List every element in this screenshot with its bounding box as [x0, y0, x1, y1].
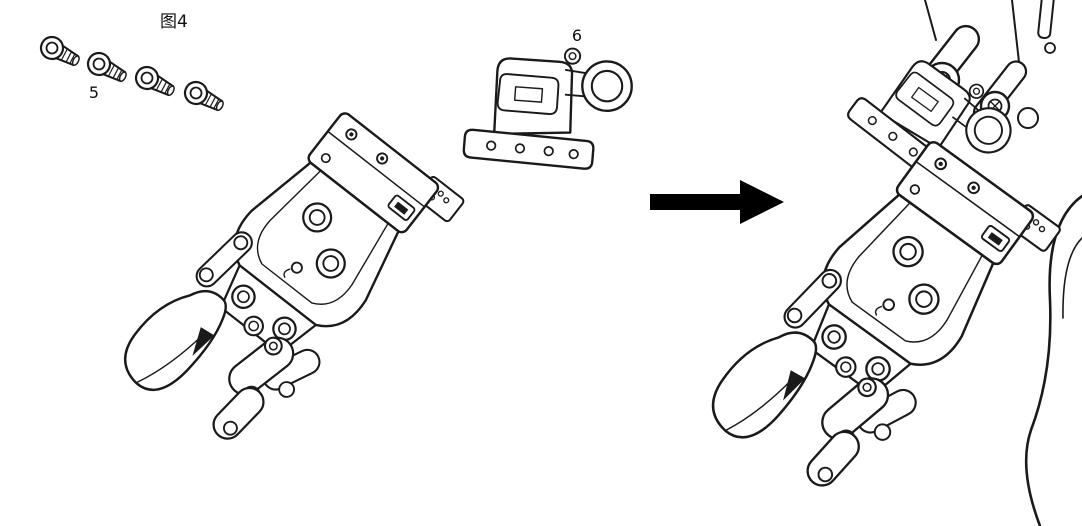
bracket-part6-illustration — [456, 43, 639, 179]
gripper-before-illustration — [110, 90, 467, 475]
part-label-6: 6 — [572, 26, 582, 45]
labels-layer: 图4 5 6 — [89, 12, 582, 102]
assembly-arrow-icon — [650, 180, 784, 224]
part-label-5: 5 — [89, 83, 99, 102]
line-art-layer — [36, 0, 1082, 526]
gripper-after-illustration — [698, 118, 1063, 523]
figure-label: 图4 — [160, 12, 188, 32]
screws-part5-illustration — [36, 32, 229, 118]
